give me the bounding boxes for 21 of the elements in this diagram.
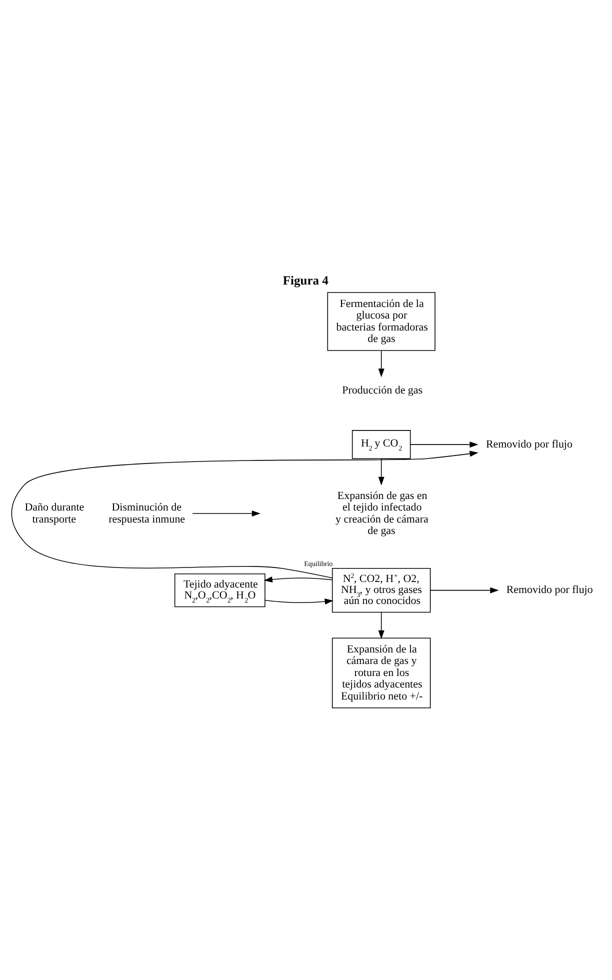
node-box: Expansión de la cámara de gas y rotura en los tejidos adyacentes Equilibrio neto +/-	[332, 638, 431, 708]
arrow	[192, 510, 261, 517]
node-box: Fermentación de la glucosa por bacterias formadoras de gas	[327, 292, 436, 351]
node-box: N$^{2}$, CO2, H$^{+}$, O2, NH$_{3}$, y otros gases aún no conocidos	[332, 568, 431, 613]
node-box: Tejido adyacente N$_{2}$,O$_{2}$,CO$_{2}$, H$_{2}$O	[174, 573, 266, 608]
node-text: Disminución de respuesta inmune	[108, 502, 186, 526]
node-box: H$_{2}$ y CO$_{2}$	[352, 430, 411, 460]
arrow	[11, 450, 478, 578]
arrow	[264, 598, 334, 605]
diagram-title: Figura 4	[282, 274, 328, 288]
node-text: Expansión de gas en el tejido infectado y creación de cámara de gas	[335, 490, 428, 538]
arrow	[378, 612, 384, 640]
node-text: Producción de gas	[342, 384, 423, 396]
arrow	[264, 576, 333, 582]
node-text: Removido por flujo	[506, 584, 593, 596]
arrow	[378, 458, 384, 486]
edge-label: Daño durante transporte	[24, 502, 84, 526]
node-text: Removido por flujo	[486, 438, 572, 450]
arrow	[410, 442, 478, 448]
arrow	[430, 587, 499, 594]
arrow	[378, 350, 384, 378]
